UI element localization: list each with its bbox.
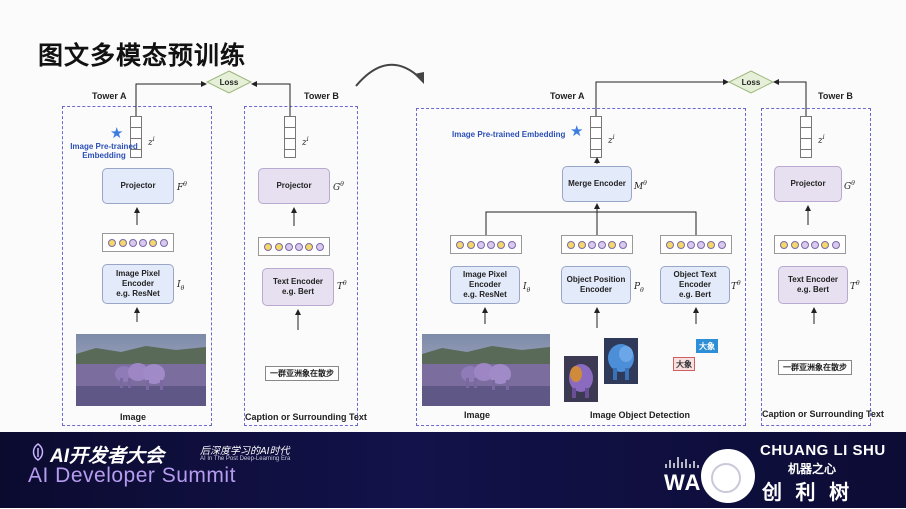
- diagram-connectors: [134, 79, 817, 330]
- z-label-a-left: zi: [148, 136, 155, 148]
- feature-row-text-right: [774, 235, 846, 254]
- object-crop-2: [604, 338, 638, 384]
- image-encoder-math-right: Iθ: [523, 282, 531, 294]
- embedding-vector-b-left: [284, 116, 296, 158]
- slide: 图文多模态预训练 Tower A Tower B Loss zi zi ★ Im…: [38, 42, 884, 426]
- merge-encoder-box: Merge Encoder: [562, 166, 632, 202]
- image-caption-left: Image: [120, 412, 147, 422]
- image-encoder-math-left: Iθ: [177, 280, 185, 292]
- object-tag-blue: 大象: [696, 339, 718, 353]
- projector-math-a-left: Fθ: [177, 181, 187, 193]
- elephant-photo-right: [422, 334, 550, 406]
- slogan-cn: 后深度学习的AI时代: [200, 446, 290, 457]
- merge-encoder-math: Mθ: [634, 180, 647, 192]
- brand-top-text: CHUANG LI SHU: [760, 442, 886, 459]
- curved-arrow-icon: [350, 56, 430, 92]
- slide-title: 图文多模态预训练: [38, 42, 247, 70]
- image-caption-right: Image: [464, 410, 491, 420]
- object-text-encoder-math: Tθ: [731, 280, 741, 292]
- star-icon: ★: [570, 123, 584, 140]
- text-encoder-math-left: Tθ: [337, 280, 347, 292]
- slogan-en: AI In The Post Deep-Learning Era: [200, 456, 291, 462]
- loss-label-right: Loss: [741, 77, 761, 87]
- caption-text-box-right: 一群亚洲象在散步: [778, 360, 852, 375]
- brand-small-text: 机器之心: [788, 462, 837, 476]
- event-name-en: AI Developer Summit: [28, 464, 236, 487]
- text-caption-right: Caption or Surrounding Text: [762, 409, 884, 419]
- brand-left-text: WA: [664, 470, 702, 495]
- summit-logo-icon: [30, 442, 46, 462]
- detection-caption: Image Object Detection: [590, 410, 691, 420]
- position-encoder-math: Pθ: [634, 282, 644, 294]
- z-label-a-right: zi: [608, 134, 615, 146]
- feature-row-a-left: [102, 233, 174, 252]
- text-caption-left: Caption or Surrounding Text: [245, 412, 367, 422]
- footer-bar: AI开发者大会 后深度学习的AI时代 AI In The Post Deep-L…: [0, 432, 906, 508]
- tower-b-label-left: Tower B: [304, 91, 339, 101]
- z-label-b-left: zi: [302, 136, 309, 148]
- elephant-photo-left: [76, 334, 206, 406]
- projector-box-b-left: Projector: [258, 168, 330, 204]
- tower-a-label-right: Tower A: [550, 91, 585, 101]
- brand-cn-text: 创 利 树: [762, 482, 854, 504]
- feature-row-objtext-right: [660, 235, 732, 254]
- projector-box-b-right: Projector: [774, 166, 842, 202]
- projector-math-b-left: Gθ: [333, 181, 344, 193]
- event-name-cn: AI开发者大会: [50, 446, 165, 467]
- object-crop-1: [564, 356, 598, 402]
- text-encoder-math-right: Tθ: [850, 280, 860, 292]
- brand-circle-icon: [700, 448, 756, 504]
- loss-node-right: Loss: [728, 70, 774, 94]
- caption-text-box-left: 一群亚洲象在散步: [265, 366, 339, 381]
- embedding-label-right: Image Pre-trained Embedding: [452, 130, 566, 139]
- brand-wave-icon: [664, 454, 734, 470]
- projector-math-b-right: Gθ: [844, 180, 855, 192]
- projector-box-a-left: Projector: [102, 168, 174, 204]
- feature-row-image-right: [450, 235, 522, 254]
- embedding-label-left: Image Pre-trained Embedding: [70, 142, 138, 160]
- tower-b-label-right: Tower B: [818, 91, 853, 101]
- tower-b-frame-right: [761, 108, 871, 426]
- star-icon: ★: [110, 125, 124, 142]
- feature-row-b-left: [258, 237, 330, 256]
- tower-a-label-left: Tower A: [92, 91, 127, 101]
- tower-a-frame-left: [62, 106, 212, 426]
- loss-label-left: Loss: [219, 77, 239, 87]
- tower-b-frame-left: [244, 106, 358, 426]
- embedding-vector-b-right: [800, 116, 812, 158]
- object-tag-red: 大象: [673, 357, 695, 371]
- loss-node-left: Loss: [206, 70, 252, 94]
- tower-a-frame-right: [416, 108, 746, 426]
- z-label-b-right: zi: [818, 134, 825, 146]
- feature-row-position-right: [561, 235, 633, 254]
- embedding-vector-a-left: [130, 116, 142, 158]
